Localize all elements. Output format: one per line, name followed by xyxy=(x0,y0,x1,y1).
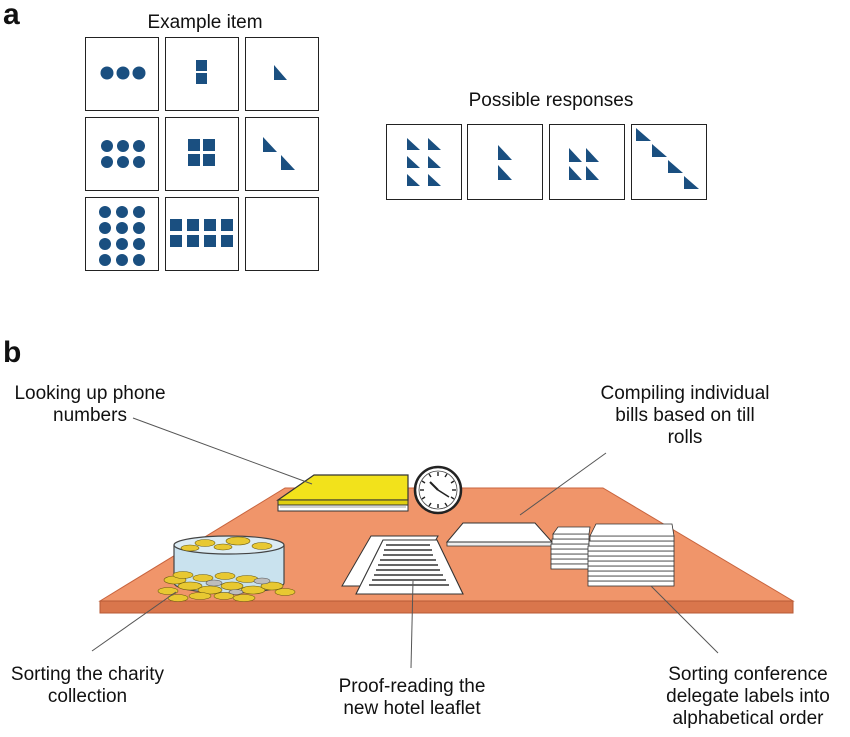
label-conference-line-3: alphabetical order xyxy=(672,708,824,729)
label-charity-line-2: collection xyxy=(47,686,128,707)
matrix-cell-missing xyxy=(245,197,319,271)
charity-coin-jar-icon xyxy=(157,535,296,602)
leader-lines xyxy=(91,417,719,669)
matrix-cell-r2c1 xyxy=(85,117,159,191)
label-bills-line-3: rolls xyxy=(667,427,703,448)
label-phone-line-1: Looking up phone xyxy=(14,383,166,404)
possible-responses-title: Possible responses xyxy=(468,90,634,111)
label-stacks-icon xyxy=(550,523,675,587)
panel-a-letter: a xyxy=(3,0,20,31)
label-conference-labels: Sorting conference delegate labels into … xyxy=(648,664,848,730)
label-leaflet-line-2: new hotel leaflet xyxy=(343,698,481,719)
panel-b-letter: b xyxy=(3,336,22,369)
matrix-cell-r1c3 xyxy=(245,37,319,111)
label-bills-line-2: bills based on till xyxy=(615,405,755,426)
label-charity-collection: Sorting the charity collection xyxy=(0,664,175,708)
till-roll-paper-icon xyxy=(445,522,554,547)
hotel-leaflet-icon xyxy=(341,535,464,595)
label-till-rolls: Compiling individual bills based on till… xyxy=(585,383,785,449)
example-item-title: Example item xyxy=(147,12,263,33)
label-phone-numbers: Looking up phone numbers xyxy=(0,383,180,427)
table-front-edge xyxy=(99,600,794,614)
phone-book-icon xyxy=(276,474,409,512)
label-conference-line-1: Sorting conference xyxy=(668,664,828,685)
label-leaflet-line-1: Proof-reading the xyxy=(338,676,486,697)
label-phone-line-2: numbers xyxy=(53,405,127,426)
matrix-cell-r3c2 xyxy=(165,197,239,271)
response-option-2 xyxy=(467,124,543,200)
label-charity-line-1: Sorting the charity xyxy=(10,664,165,685)
label-conference-line-2: delegate labels into xyxy=(666,686,830,707)
label-hotel-leaflet: Proof-reading the new hotel leaflet xyxy=(322,676,502,720)
response-shapes xyxy=(407,128,699,189)
label-bills-line-1: Compiling individual xyxy=(600,383,770,404)
matrix-shapes xyxy=(99,60,295,266)
matrix-cell-r2c2 xyxy=(165,117,239,191)
clock-icon xyxy=(413,465,463,515)
matrix-cell-r2c3 xyxy=(245,117,319,191)
response-option-1 xyxy=(386,124,462,200)
